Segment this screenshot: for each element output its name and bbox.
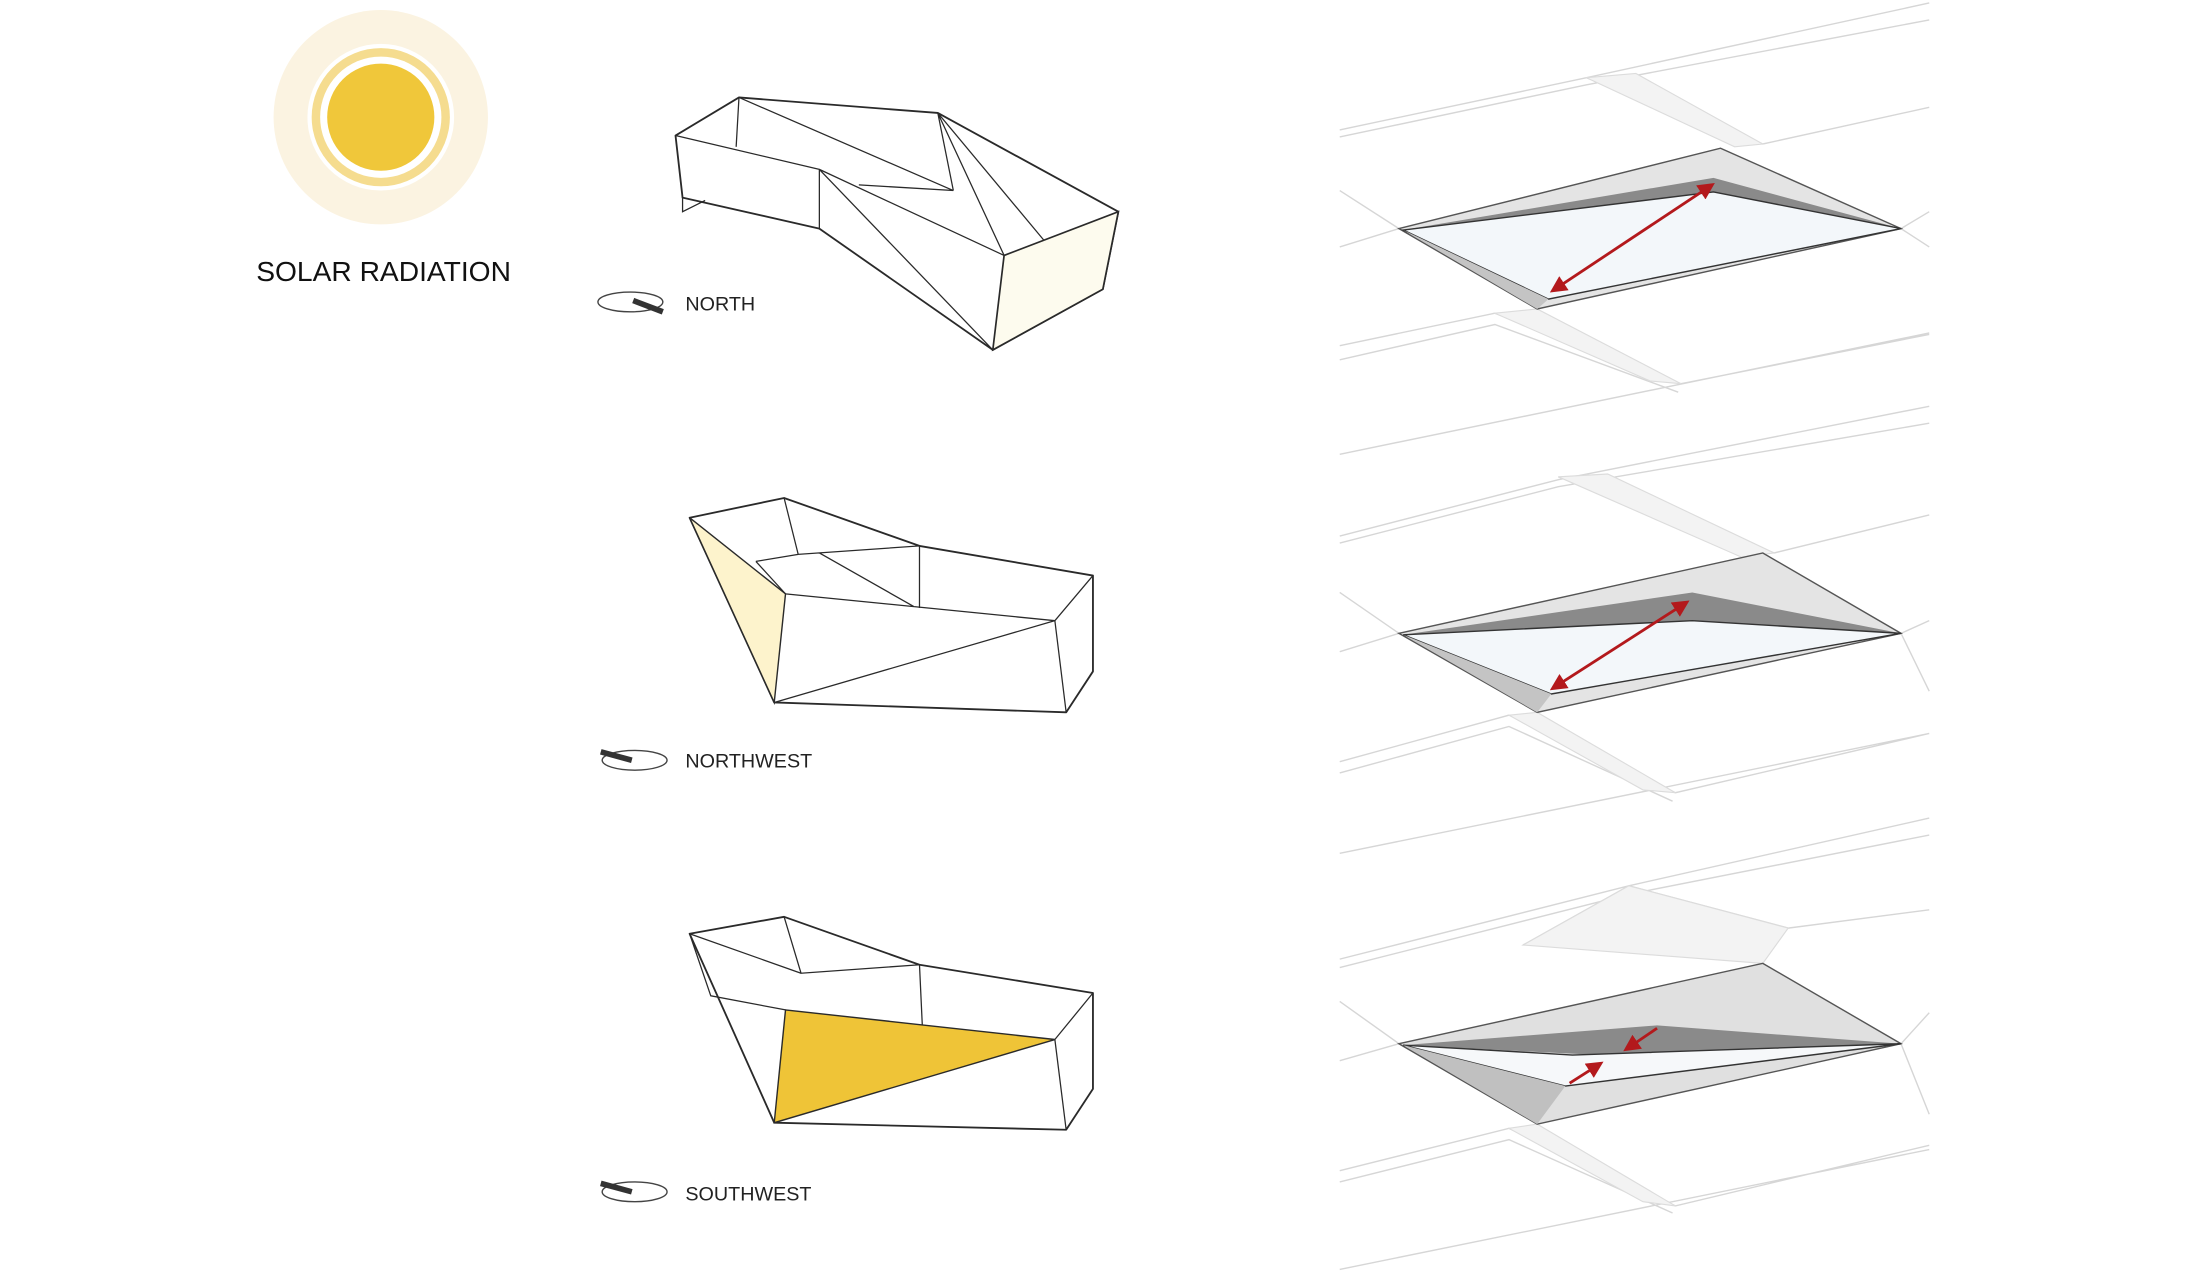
building-north xyxy=(674,96,1120,352)
double-arrow-icon xyxy=(1549,600,1690,691)
compass-icon xyxy=(600,1180,668,1203)
compass-icon xyxy=(597,291,664,315)
skylight-panel-northwest xyxy=(1339,405,1930,855)
compass-icon xyxy=(600,749,668,771)
orientation-southwest: SOUTHWEST xyxy=(600,1180,811,1205)
orientation-northwest: NORTHWEST xyxy=(600,749,812,772)
arrow-inward-icon xyxy=(1568,1061,1604,1085)
sun-icon xyxy=(273,10,488,225)
diagram-title: SOLAR RADIATION xyxy=(256,255,511,287)
double-arrow-icon xyxy=(1549,183,1715,293)
building-southwest xyxy=(688,915,1094,1131)
orientation-label: NORTH xyxy=(685,293,755,315)
arrow-inward-icon xyxy=(1623,1027,1658,1052)
skylight-panel-north xyxy=(1339,2,1930,455)
orientation-label: SOUTHWEST xyxy=(685,1183,811,1205)
skylight-panel-southwest xyxy=(1339,817,1930,1271)
orientation-label: NORTHWEST xyxy=(685,750,812,772)
building-northwest xyxy=(688,497,1094,714)
orientation-north: NORTH xyxy=(597,291,755,315)
